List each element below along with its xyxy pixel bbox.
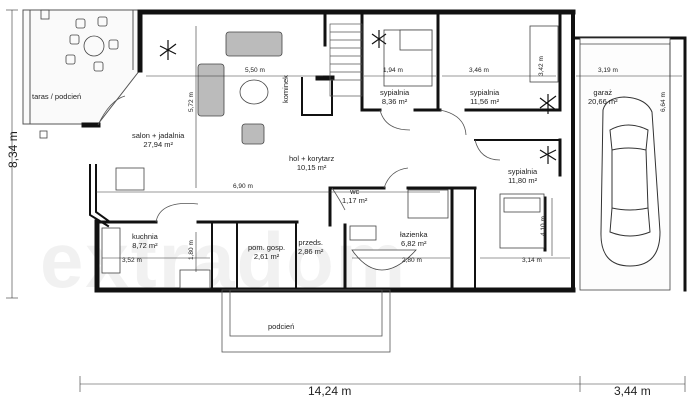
dim-bedroom-2-depth: 3,42 m [538,56,545,76]
dim-kitchen-width: 3,52 m [122,257,142,264]
plants [159,30,557,164]
dim-salon-depth: 5,72 m [188,92,195,112]
terrace-furniture [39,9,119,139]
terrace [22,9,141,125]
overall-width-garage: 3,44 m [614,384,651,398]
entry-porch [221,289,391,353]
room-label-fireplace: kominek [281,75,290,103]
dim-bedroom-3-width: 3,14 m [522,257,542,264]
dim-garage-depth: 6,64 m [660,92,667,112]
dim-bedroom-2-width: 3,46 m [469,67,489,74]
interior-walls [95,10,562,292]
car [600,96,661,267]
dim-bathroom-width: 2,80 m [402,257,422,264]
dim-living-total: 6,90 m [233,183,253,190]
stairs [329,23,363,97]
overall-width-house: 14,24 m [308,384,352,398]
dimension-lines [6,9,686,392]
room-label-porch: podcień [268,322,295,331]
room-label-terrace: taras / podcień [32,92,82,101]
room-label-utility: pom. gosp.2,61 m² [248,243,286,261]
dim-bedroom-1-width: 1,94 m [383,67,403,74]
dim-bedroom-3-depth: 4,10 m [540,216,547,236]
overall-depth: 8,34 m [6,131,20,168]
furniture [101,25,559,289]
dim-salon-width: 5,50 m [245,67,265,74]
room-label-vestibule: przeds.2,86 m² [298,238,324,256]
dim-kitchen-depth: 1,80 m [188,240,195,260]
dim-garage-width: 3,19 m [598,67,618,74]
doors [97,95,501,223]
